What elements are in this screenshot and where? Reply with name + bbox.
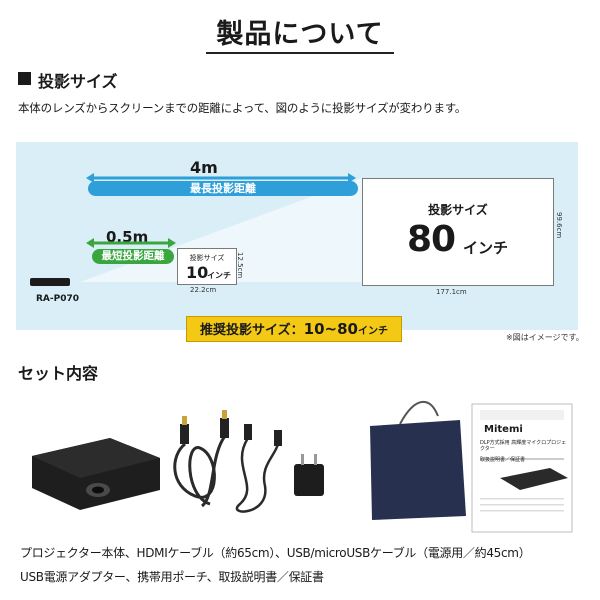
big-screen: 投影サイズ 80 インチ: [362, 178, 554, 286]
set-contents-heading: セット内容: [18, 364, 99, 383]
manual-icon: [471, 403, 573, 533]
big-screen-unit: インチ: [463, 239, 509, 257]
page-title: 製品について: [216, 19, 384, 50]
big-screen-width: 177.1cm: [436, 288, 467, 296]
big-screen-label: 投影サイズ: [428, 203, 488, 217]
projection-description: 本体のレンズからスクリーンまでの距離によって、図のように投影サイズが変わります。: [18, 101, 467, 115]
small-screen: 投影サイズ 10 インチ: [177, 248, 237, 285]
small-screen-size: 10: [186, 263, 209, 282]
small-screen-unit: インチ: [207, 271, 231, 280]
projector-body-icon: [32, 438, 160, 510]
manual-doc-title: 取扱説明書／保証書: [480, 457, 526, 463]
set-contents-line-2: USB電源アダプター、携帯用ポーチ、取扱説明書／保証書: [20, 570, 324, 584]
manual-subtitle: DLP方式採用 高輝度マイクロプロジェクター: [480, 440, 567, 452]
projector-icon: [30, 278, 70, 286]
image-note: ※図はイメージです。: [506, 333, 584, 342]
projection-heading: 投影サイズ: [38, 72, 118, 91]
long-distance-label: 最長投影距離: [88, 181, 358, 196]
recommended-prefix: 推奨投影サイズ：: [200, 323, 304, 338]
short-distance-label: 最短投影距離: [92, 249, 174, 264]
small-screen-height: 12.5cm: [236, 252, 244, 279]
usb-cable-icon: [235, 437, 280, 513]
short-distance-arrow-icon: [86, 238, 176, 248]
long-distance-value: 4m: [190, 158, 218, 177]
long-distance-arrow-icon: [86, 173, 356, 183]
big-screen-size: 80: [407, 219, 456, 260]
small-screen-width: 22.2cm: [190, 286, 217, 294]
manual-brand: Mitemi: [484, 424, 523, 435]
set-contents-line-1: プロジェクター本体、HDMIケーブル（約65cm）、USB/microUSBケー…: [20, 546, 531, 560]
recommended-size-box: 推奨投影サイズ：10~80インチ: [186, 316, 402, 342]
model-label: RA-P070: [36, 294, 80, 304]
usb-adapter-icon: [294, 454, 324, 496]
small-screen-label: 投影サイズ: [189, 254, 225, 262]
big-screen-height: 99.6cm: [555, 212, 563, 239]
set-contents-photo: [32, 400, 573, 533]
recommended-unit: インチ: [357, 326, 388, 337]
hdmi-plug-icon: [180, 424, 189, 444]
section-bullet-icon: [18, 72, 31, 85]
recommended-range: 10~80: [303, 320, 358, 338]
title-underline: [206, 52, 394, 54]
pouch-icon: [370, 400, 466, 520]
hdmi-cable-icon: [173, 435, 227, 508]
